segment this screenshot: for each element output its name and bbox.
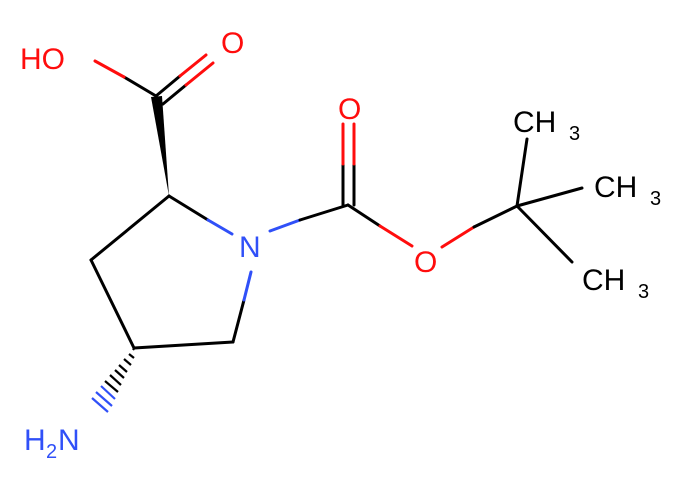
bond-c2-n1-n [206,218,234,236]
methyl-1-subscript: 3 [569,123,580,145]
ring-nitrogen-label: N [239,231,261,264]
bond-c2-n1 [167,194,210,222]
bond-c-o-double-a-o [178,53,208,78]
bond-c-oh-o [93,59,126,79]
methyl-3-label: CH [582,264,625,297]
bond-c5-n1 [231,298,246,344]
amine-h-label: H [24,424,46,457]
methyl-3-subscript: 3 [638,281,649,303]
bond-c-o-double-b [161,83,188,106]
bond-ctbu-ch3-1 [515,137,529,208]
bond-c5-n1-n [242,270,253,302]
bond-c-oh [122,75,158,98]
boc-carbonyl-oxygen-label: O [338,93,361,126]
ester-oxygen-label: O [414,246,437,279]
bond-oester-ctbu [472,204,519,229]
bond-c4-c5 [132,340,235,350]
wedge-bond-c2-carboxyl [151,96,169,196]
acid-carbonyl-oxygen-label: O [221,27,244,60]
bond-cboc-oester-o [378,224,414,248]
bond-n1-cboc-n [268,218,302,233]
hashed-bond-c4-amine [91,346,136,413]
bond-n1-cboc [298,203,350,222]
bond-ctbu-ch3-2 [515,186,584,208]
bonds [89,53,584,350]
amine-subscript: 2 [46,441,57,463]
bond-c-o-double-b-o [184,61,215,87]
bond-c3-c4 [89,258,136,350]
methyl-2-subscript: 3 [650,188,661,210]
bond-oester-ctbu-o [440,225,476,249]
bond-c2-c3 [89,194,171,262]
methyl-1-label: CH [513,106,556,139]
hydroxyl-label: HO [20,43,65,76]
bond-cboc-oester [346,203,382,228]
bond-c-o-double-a [154,74,182,98]
bond-ctbu-ch3-3 [515,204,574,264]
atom-labels: HO O O O N CH 3 CH 3 CH 3 H 2 N [20,27,661,463]
amine-n-label: N [58,424,80,457]
methyl-2-label: CH [594,171,637,204]
